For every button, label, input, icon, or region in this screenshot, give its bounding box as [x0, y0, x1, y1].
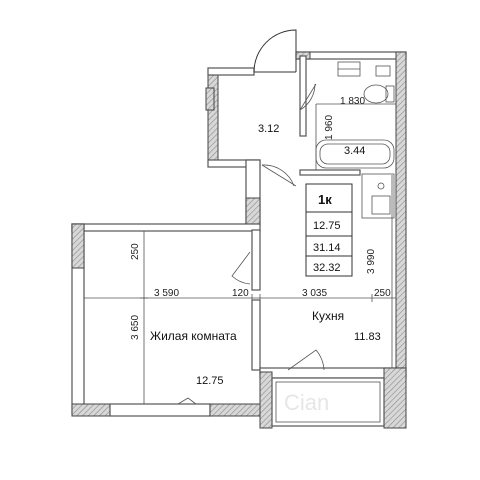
- living-window-leaf: [177, 397, 197, 405]
- toilet-icon: [363, 84, 389, 104]
- balcony-door: [287, 349, 325, 371]
- corridor-wall-hatch: [245, 197, 261, 225]
- dim-kitchen-right: 250: [374, 288, 391, 299]
- dim-kitchen-height: 3 990: [366, 249, 377, 274]
- hall-left-wall: [207, 71, 219, 165]
- balcony: [271, 377, 385, 427]
- walls: [71, 51, 407, 429]
- living-door: [231, 251, 251, 285]
- partition-upper: [251, 229, 261, 291]
- total-area: 12.75: [313, 220, 341, 232]
- faucet-icon: [377, 182, 385, 190]
- living-left-hatch-top: [71, 223, 85, 269]
- dim-partition: 120: [232, 288, 249, 299]
- kitchen-name: Кухня: [312, 309, 344, 323]
- balcony-right-hatch: [383, 367, 407, 429]
- dim-living-width: 3 590: [154, 288, 179, 299]
- balcony-inner: [275, 381, 381, 423]
- partition-lower: [251, 299, 261, 371]
- dim-bath-width: 1 830: [340, 96, 365, 107]
- kitchen-sink-icon: [371, 195, 391, 215]
- dim-bath-depth: 1 960: [324, 115, 335, 140]
- bathroom-area: 3.44: [344, 145, 365, 157]
- kitchen-area: 11.83: [354, 331, 381, 343]
- bath-left-wall: [299, 55, 307, 137]
- kitchen-fixtures: [361, 173, 395, 219]
- stove-counter: [361, 173, 395, 219]
- bath-bottom-wall: [299, 169, 361, 176]
- living-bottom-right-hatch: [209, 403, 269, 417]
- washbasin-icon: [375, 65, 391, 77]
- dim-living-height: 3 650: [130, 315, 141, 340]
- balcony-left-wall: [259, 371, 273, 429]
- living-bottom-left-hatch: [71, 403, 111, 417]
- toilet-tank: [385, 85, 395, 103]
- bath-fixtures: [315, 61, 396, 170]
- dim-kitchen-width: 3 035: [302, 288, 327, 299]
- right-outer-wall: [395, 51, 407, 378]
- apartment-type: 1к: [318, 192, 332, 207]
- entrance-door: [253, 29, 297, 73]
- doors: [177, 29, 325, 405]
- living-area: 31.14: [313, 242, 341, 254]
- kitchen-door: [261, 164, 295, 187]
- hall-top-wall: [207, 67, 255, 76]
- living-room-name: Жилая комната: [150, 329, 237, 343]
- living-top-wall: [71, 223, 261, 232]
- living-room-area: 12.75: [196, 375, 224, 387]
- hall-wall-insert: [205, 87, 215, 111]
- info-table: 1к 12.75 31.14 32.32: [305, 183, 353, 277]
- dim-living-top: 250: [130, 243, 141, 260]
- total-with-balcony: 32.32: [313, 262, 341, 274]
- dimension-lines: [83, 175, 396, 404]
- living-window-sill: [109, 403, 211, 417]
- bath-top-wall: [295, 51, 407, 60]
- watermark: Cian: [284, 390, 329, 415]
- hall-area: 3.12: [258, 123, 279, 135]
